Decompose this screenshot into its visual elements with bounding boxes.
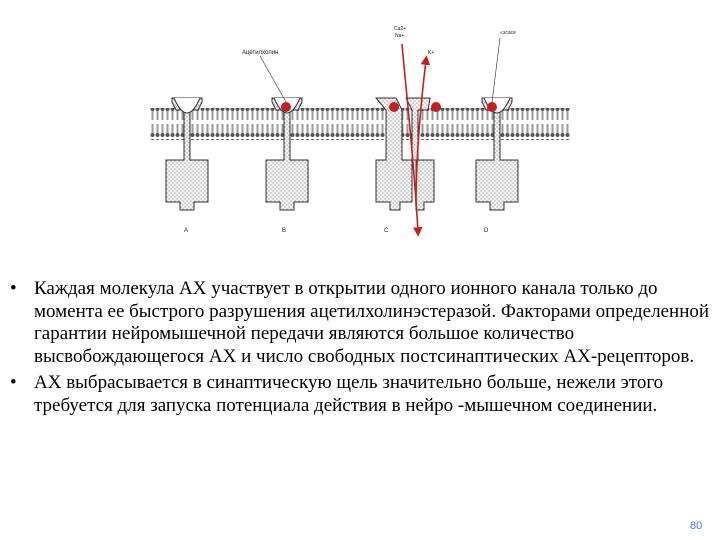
acetylcholine-molecule	[281, 102, 291, 112]
lipid-bilayer	[150, 108, 570, 140]
potassium-label: K+	[428, 50, 434, 56]
ion-label-calcium: Ca2+	[394, 26, 406, 32]
acetylcholine-molecule	[389, 102, 399, 112]
bullet-marker: •	[10, 278, 17, 299]
ion-label-sodium: Na+	[395, 33, 404, 39]
receptor-channel-a	[165, 97, 209, 211]
acetylcholine-label: Ацетилхолин	[242, 50, 278, 56]
bullet-item: • АХ выбрасывается в синаптическую щель з…	[10, 372, 710, 417]
ion-influx-arrow	[401, 43, 423, 237]
bullet-list: • Каждая молекула АХ участвует в открытии…	[10, 278, 710, 417]
potassium-efflux-arrow	[415, 55, 431, 207]
acetylcholine-molecule	[431, 102, 441, 112]
bullet-text: Каждая молекула АХ участвует в открытии …	[34, 278, 710, 367]
bullet-marker: •	[10, 372, 17, 393]
page-number: 80	[690, 520, 703, 532]
bullet-text: АХ выбрасывается в синаптическую щель зн…	[34, 372, 664, 416]
panel-label-b: B	[282, 228, 286, 234]
acetylcholine-pointer	[259, 55, 287, 103]
panel-label-d: D	[484, 228, 489, 234]
panel-label-a: A	[184, 228, 188, 234]
panel-label-c: C	[384, 228, 389, 234]
esterase-label: «эсасе	[500, 30, 516, 36]
acetylcholine-receptor-diagram: Ацетилхолин Ca2+ Na+ K+ «эсасе A B C D	[150, 26, 570, 237]
bullet-item: • Каждая молекула АХ участвует в открытии…	[10, 278, 710, 368]
acetylcholine-molecule	[487, 102, 497, 112]
esterase-pointer	[491, 37, 501, 103]
